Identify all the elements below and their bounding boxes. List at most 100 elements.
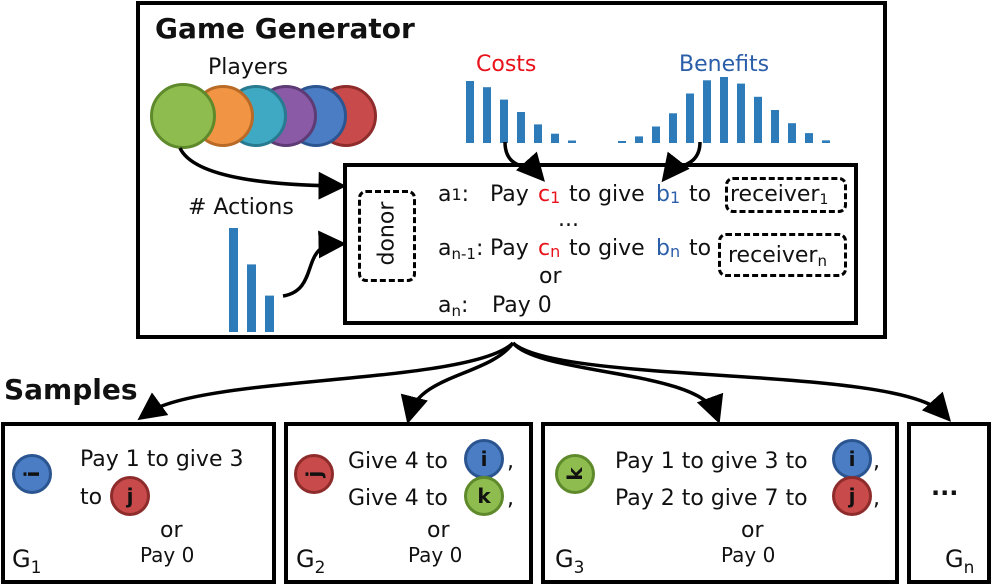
game-generator-title: Game Generator bbox=[155, 12, 415, 45]
costs-label: Costs bbox=[476, 52, 537, 77]
receiver-text: receiver bbox=[728, 243, 818, 268]
action-a1-sub: 1 bbox=[451, 185, 462, 204]
receiver-n-box bbox=[718, 233, 847, 277]
action-an1-colon: : bbox=[475, 236, 484, 261]
action-an1-sub: n-1 bbox=[451, 245, 476, 263]
sample1-pay0: Pay 0 bbox=[140, 543, 195, 567]
sample1-receiver-avatar: j bbox=[110, 476, 150, 516]
player-circle-green bbox=[150, 83, 216, 149]
action-a1-label: a bbox=[438, 182, 452, 207]
costs-bar-5 bbox=[551, 133, 559, 143]
sample3-line2: Pay 2 to give 7 to bbox=[615, 486, 808, 511]
benefit-b-symbol: b bbox=[656, 236, 670, 261]
actions-ellipsis: ... bbox=[558, 207, 579, 232]
action-an-colon: : bbox=[461, 293, 469, 318]
sample3-pay0: Pay 0 bbox=[721, 543, 776, 567]
game-letter: G bbox=[555, 545, 574, 573]
receiver-sub: n bbox=[817, 252, 827, 270]
receiver-sub: 1 bbox=[819, 192, 829, 208]
sample2-pay0: Pay 0 bbox=[408, 543, 463, 567]
benefits-bar-10 bbox=[788, 123, 796, 143]
action-a1-give: to give bbox=[569, 182, 645, 207]
benefits-bar-5 bbox=[703, 80, 711, 143]
sample1-line2-prefix: to bbox=[80, 485, 103, 510]
receiver-text: receiver bbox=[730, 182, 820, 207]
cost-c-symbol: c bbox=[538, 182, 551, 207]
benefits-bar-3 bbox=[669, 113, 677, 143]
benefits-bar-12 bbox=[822, 140, 830, 143]
action-an1-label: a bbox=[438, 236, 452, 261]
cost-c-symbol: c bbox=[538, 236, 551, 261]
actions-or: or bbox=[539, 264, 562, 289]
samplen-dots: ... bbox=[931, 473, 959, 501]
actions-arrow bbox=[282, 230, 347, 298]
sample3-game-label: G3 bbox=[555, 545, 584, 578]
action-an1-benefit: bn bbox=[656, 236, 680, 261]
sample2-comma1: , bbox=[507, 449, 514, 474]
costs-bar-1 bbox=[483, 87, 491, 143]
sample3-comma1: , bbox=[873, 449, 880, 474]
sample2-line2: Give 4 to bbox=[348, 486, 448, 511]
samplen-game-label: Gn bbox=[945, 545, 974, 578]
game-letter: G bbox=[945, 545, 964, 573]
benefits-bar-0 bbox=[618, 141, 626, 143]
samples-title: Samples bbox=[4, 373, 138, 406]
benefit-b-symbol: b bbox=[656, 182, 670, 207]
benefit-b-sub: 1 bbox=[669, 188, 681, 207]
game-sub: 2 bbox=[314, 558, 326, 578]
sample1-game-label: G1 bbox=[12, 545, 41, 578]
action-a1-row: a1: bbox=[438, 182, 469, 207]
action-an1-to: to bbox=[689, 236, 712, 261]
action-a1-pay: Pay bbox=[490, 182, 529, 207]
sample2-game-label: G2 bbox=[296, 545, 325, 578]
costs-arrow bbox=[503, 141, 545, 182]
benefits-bar-2 bbox=[652, 126, 660, 143]
cost-c-sub: n bbox=[550, 242, 561, 261]
sample-box-gn bbox=[907, 422, 991, 584]
benefit-b-sub: n bbox=[669, 242, 681, 261]
action-a1-benefit: b1 bbox=[656, 182, 680, 207]
action-an1-pay: Pay bbox=[490, 236, 529, 261]
sample3-receiver2-avatar: j bbox=[832, 476, 872, 516]
action-a1-cost: c1 bbox=[538, 182, 560, 207]
sample2-line1: Give 4 to bbox=[348, 449, 448, 474]
action-a1-to: to bbox=[689, 182, 712, 207]
sample1-line1: Pay 1 to give 3 bbox=[80, 447, 244, 472]
action-an-label: a bbox=[438, 293, 452, 318]
players-arrow bbox=[178, 147, 347, 200]
game-sub: 1 bbox=[30, 558, 42, 578]
actions-bar-1 bbox=[247, 264, 256, 332]
sample2-comma2: , bbox=[507, 486, 514, 511]
actions-label: # Actions bbox=[188, 195, 294, 220]
donor-box bbox=[358, 190, 416, 282]
cost-c-sub: 1 bbox=[550, 188, 561, 207]
benefits-label: Benefits bbox=[679, 52, 770, 77]
action-an-row: an: bbox=[438, 293, 469, 320]
benefits-bar-7 bbox=[737, 83, 745, 143]
sample-arrow-g3 bbox=[511, 341, 724, 424]
action-an1-cost: cn bbox=[538, 236, 560, 261]
benefits-arrow bbox=[661, 141, 702, 183]
costs-bar-2 bbox=[500, 99, 508, 143]
sample-arrow-g2 bbox=[400, 341, 515, 425]
action-an-text: Pay 0 bbox=[492, 293, 552, 318]
sample2-or: or bbox=[427, 518, 450, 543]
game-letter: G bbox=[12, 545, 31, 573]
benefits-bar-8 bbox=[754, 96, 762, 143]
actions-bar-2 bbox=[265, 295, 274, 332]
receiver1-label: receiver1 bbox=[730, 182, 829, 208]
costs-bar-0 bbox=[466, 81, 474, 143]
benefits-bar-1 bbox=[635, 136, 643, 143]
actions-bar-0 bbox=[229, 228, 238, 332]
benefits-bar-6 bbox=[720, 77, 728, 143]
bar-charts bbox=[229, 77, 830, 332]
sample-arrow-g1 bbox=[137, 341, 515, 421]
sample-arrow-gn bbox=[511, 341, 952, 422]
action-an1-row: an-1: bbox=[438, 236, 484, 263]
sample1-or: or bbox=[160, 518, 183, 543]
costs-bar-3 bbox=[517, 112, 525, 143]
benefits-bar-9 bbox=[771, 110, 779, 143]
action-a1-colon: : bbox=[461, 182, 470, 207]
costs-bar-6 bbox=[568, 140, 576, 143]
game-sub: n bbox=[963, 558, 975, 578]
